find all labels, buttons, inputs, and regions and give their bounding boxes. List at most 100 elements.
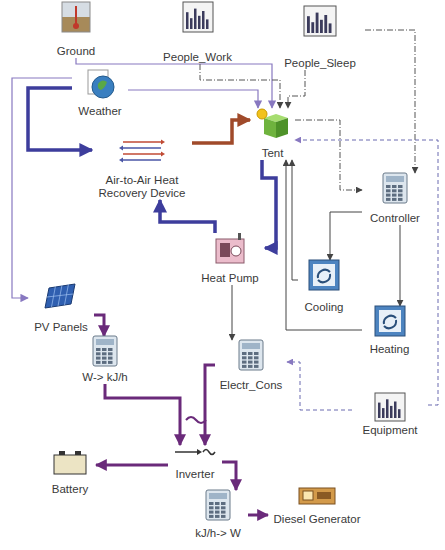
battery-terminal	[59, 451, 65, 455]
thermometer-bulb	[73, 23, 79, 29]
calculator-key	[102, 352, 107, 355]
flow-arrow	[123, 153, 161, 155]
profile-bar	[382, 408, 385, 418]
component-label: Heating	[362, 343, 417, 356]
calculator-key	[392, 198, 397, 201]
component-node: People_Sleep	[275, 6, 365, 70]
component-icon	[256, 108, 290, 140]
pv-cell-line	[47, 294, 73, 297]
component-icon	[109, 138, 175, 164]
profile-bar	[190, 18, 193, 29]
profile-bar	[194, 9, 197, 29]
component-icon	[45, 284, 77, 310]
calculator-key	[392, 185, 397, 188]
component-icon	[54, 450, 86, 474]
component-label: Inverter	[168, 468, 222, 481]
component-icon	[183, 2, 213, 32]
calculator-key	[242, 365, 247, 368]
calculator-key	[102, 348, 107, 351]
calculator-key	[242, 352, 247, 355]
signal-connector	[160, 200, 215, 233]
calculator-key	[398, 189, 403, 192]
signal-connector	[295, 120, 362, 190]
component-icon	[175, 445, 215, 459]
calculator-key	[102, 357, 107, 360]
generator-body	[299, 488, 335, 504]
calculator-key	[221, 506, 226, 509]
profile-bar	[316, 13, 319, 33]
calculator-key	[254, 365, 259, 368]
unit-face	[379, 310, 401, 332]
component-icon	[86, 70, 114, 98]
calculator-body	[383, 173, 407, 203]
calculator-key	[209, 502, 214, 505]
profile-bar	[324, 15, 327, 33]
calculator-body	[206, 490, 230, 520]
calculator-display	[209, 493, 227, 499]
component-icon	[383, 173, 407, 203]
profile-bar	[202, 11, 205, 29]
component-icon	[375, 393, 405, 421]
component-label: W-> kJ/h	[76, 371, 134, 384]
component-node: Inverter	[168, 445, 222, 481]
component-node: PV Panels	[28, 284, 94, 334]
calculator-key	[254, 356, 259, 359]
component-node: Controller	[362, 173, 428, 225]
component-label: Battery	[44, 483, 96, 496]
calculator-key	[248, 352, 253, 355]
cycle-arrow	[384, 320, 396, 328]
signal-connector	[96, 464, 168, 467]
calculator-key	[215, 511, 220, 514]
unit-face	[313, 264, 335, 286]
tent-cube-right	[276, 118, 288, 138]
calculator-key	[108, 361, 113, 364]
calculator-key	[108, 352, 113, 355]
cycle-arrow	[318, 270, 330, 278]
calculator-body	[93, 336, 117, 366]
calculator-body	[239, 340, 263, 370]
profile-bar	[320, 20, 323, 33]
signal-connector	[286, 160, 362, 330]
component-node: W-> kJ/h	[76, 336, 134, 384]
signal-connector	[205, 365, 215, 445]
cycle-arrow	[318, 274, 330, 282]
calculator-key	[108, 348, 113, 351]
profile-bar	[378, 403, 381, 418]
flow-arrow	[123, 147, 161, 149]
signal-connector	[232, 285, 233, 340]
component-label: Weather	[72, 105, 128, 118]
calculator-key	[221, 515, 226, 518]
profile-bar	[198, 16, 201, 29]
calculator-key	[108, 357, 113, 360]
component-label: Heat Pump	[195, 272, 265, 285]
component-icon	[239, 340, 263, 370]
signal-connector	[76, 58, 272, 108]
component-node: Heating	[362, 306, 417, 356]
thermometer	[75, 6, 77, 24]
calculator-key	[398, 185, 403, 188]
inverter-wave	[203, 450, 215, 455]
component-icon	[297, 486, 337, 506]
component-label: PV Panels	[28, 321, 94, 334]
signal-connector	[400, 225, 401, 306]
component-label: Equipment	[352, 424, 428, 437]
component-node: Air-to-Air Heat Recovery Device	[92, 138, 192, 200]
signal-connector	[262, 160, 276, 248]
heat-pump-body	[216, 239, 244, 263]
profile-bar	[311, 22, 314, 33]
flow-arrow-head	[161, 140, 165, 145]
component-label: People_Work	[155, 51, 240, 64]
globe-land	[98, 80, 107, 90]
icon-frame	[62, 2, 90, 32]
signal-connector	[105, 384, 180, 445]
component-icon	[304, 6, 336, 36]
calculator-key	[209, 506, 214, 509]
calculator-key	[221, 511, 226, 514]
calculator-key	[96, 361, 101, 364]
component-icon	[62, 2, 90, 32]
flow-arrow-head	[119, 158, 123, 163]
component-label: Ground	[50, 45, 102, 58]
component-label: kJ/h-> W	[188, 527, 248, 540]
profile-bar	[394, 402, 397, 419]
component-label: Electr_Cons	[215, 379, 287, 392]
